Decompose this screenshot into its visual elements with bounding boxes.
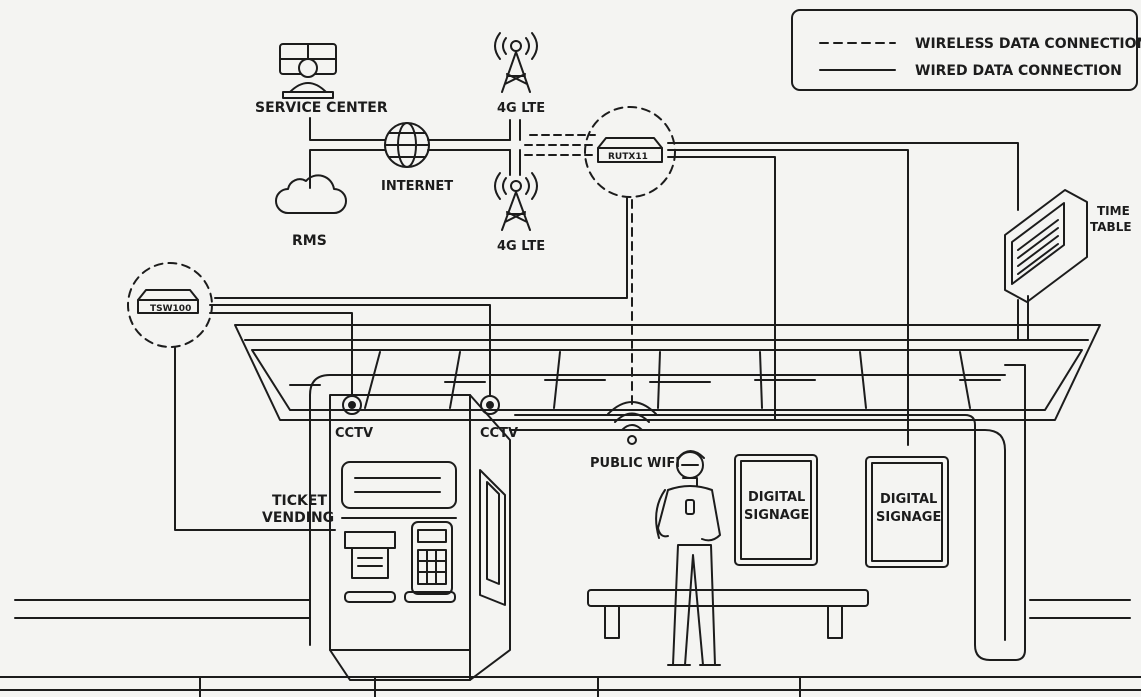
- shelter-roof: [234, 324, 1101, 421]
- shelter-frame: [0, 364, 1141, 697]
- cctv-right-label: CCTV: [480, 426, 518, 441]
- ticket-vending-label-line1: TICKET: [272, 493, 327, 509]
- cctv-left-label: CCTV: [335, 426, 373, 441]
- signage2-label-line2: SIGNAGE: [876, 510, 941, 525]
- bench: [587, 589, 869, 639]
- lte-top-label: 4G LTE: [497, 101, 545, 116]
- legend: WIRELESS DATA CONNECTION WIRED DATA CONN…: [791, 9, 1141, 91]
- cctv-right-icon: [480, 395, 500, 415]
- internet-label: INTERNET: [381, 179, 453, 194]
- ticket-vending-machine: [329, 394, 511, 681]
- time-table-display: [1004, 189, 1088, 341]
- lte-tower-top-icon: [494, 32, 538, 93]
- switch-label: TSW100: [150, 304, 191, 314]
- router-label: RUTX11: [608, 152, 648, 162]
- legend-wireless-label: WIRELESS DATA CONNECTION: [915, 36, 1141, 52]
- legend-wired-label: WIRED DATA CONNECTION: [915, 63, 1122, 79]
- signage2-label-line1: DIGITAL: [880, 492, 937, 507]
- signage1-label-line2: SIGNAGE: [744, 508, 809, 523]
- timetable-label-line2: TABLE: [1090, 220, 1132, 234]
- digital-signage-2: [865, 456, 949, 568]
- rms-label: RMS: [292, 233, 327, 249]
- switch-node: TSW100: [127, 262, 213, 348]
- network-links: [309, 117, 596, 189]
- switch-wired-links: [174, 304, 491, 531]
- router-wired-links: [214, 142, 1019, 446]
- timetable-label-line1: TIME: [1097, 204, 1130, 218]
- rms-cloud-icon: [275, 174, 347, 214]
- router-node: RUTX11: [584, 106, 676, 198]
- cctv-left-icon: [342, 395, 362, 415]
- service-center-icon: [279, 43, 337, 99]
- lte-tower-bottom-icon: [494, 172, 538, 231]
- public-wifi-label: PUBLIC WIFI: [590, 456, 680, 471]
- internet-globe-icon: [384, 122, 430, 168]
- person-figure: [655, 450, 721, 666]
- service-center-label: SERVICE CENTER: [255, 100, 388, 116]
- signage1-label-line1: DIGITAL: [748, 490, 805, 505]
- lte-bottom-label: 4G LTE: [497, 239, 545, 254]
- wifi-icon: [607, 401, 657, 445]
- ticket-vending-label-line2: VENDING: [262, 510, 334, 526]
- digital-signage-1: [734, 454, 818, 566]
